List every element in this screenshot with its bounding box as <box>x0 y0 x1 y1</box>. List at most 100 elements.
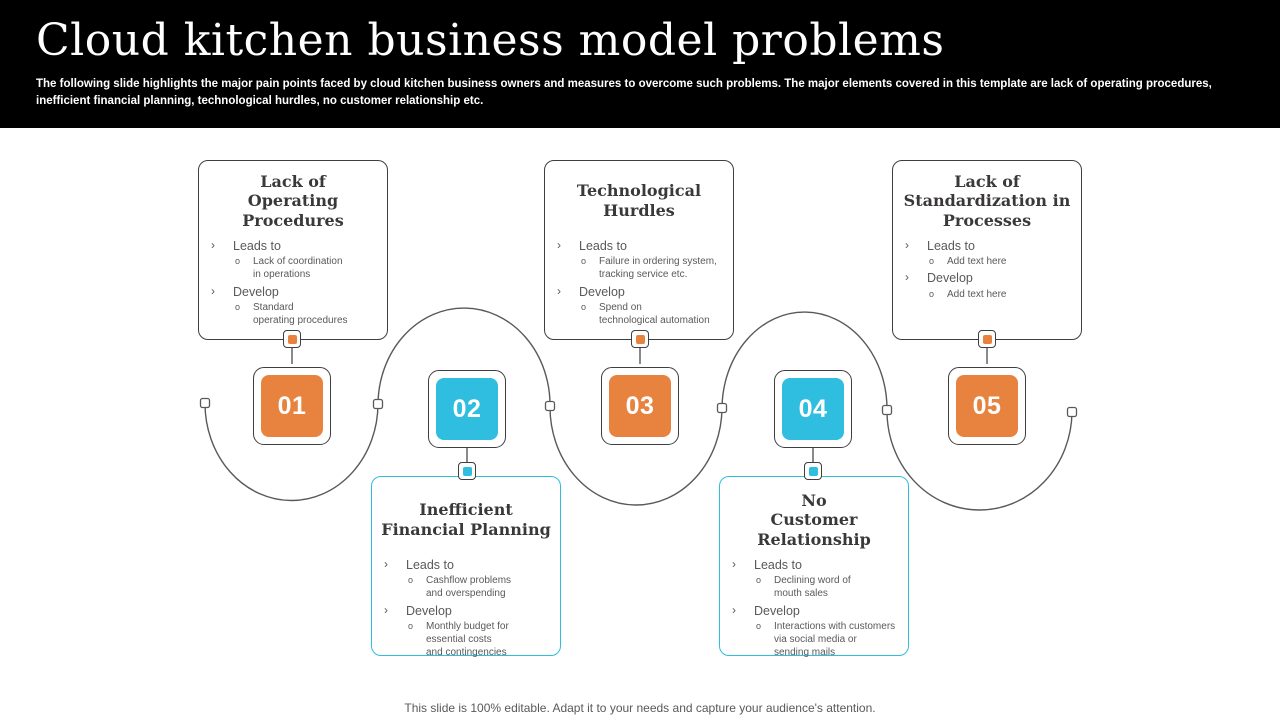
curve-handle <box>544 400 556 412</box>
step-badge-02: 02 <box>428 370 506 448</box>
bullet-develop-detail: o Interactions with customers via social… <box>730 620 904 660</box>
step-badge-01: 01 <box>253 367 331 445</box>
bullet-label: Develop <box>927 271 973 286</box>
circle-bullet-icon: o <box>235 301 241 312</box>
connector-node-03 <box>631 330 649 348</box>
chevron-bullet-icon: › <box>384 557 388 571</box>
bullet-label: Leads to <box>754 558 802 572</box>
card-bullets: › Leads to o Declining word of mouth sal… <box>720 550 908 659</box>
bullet-develop: › Develop <box>382 603 556 619</box>
bullet-develop-detail: o Standard operating procedures <box>209 301 383 327</box>
card-title: No Customer Relationship <box>757 490 871 549</box>
bullet-leads-detail: o Lack of coordination in operations <box>209 255 383 281</box>
card-bullets: › Leads to o Add text here › Develop o A… <box>893 231 1081 301</box>
connector-fill <box>287 334 297 344</box>
bullet-label: Develop <box>754 603 800 618</box>
bullet-label: Leads to <box>927 239 975 253</box>
connector-node-01 <box>283 330 301 348</box>
footer-note: This slide is 100% editable. Adapt it to… <box>404 701 876 715</box>
curve-handle <box>372 398 384 410</box>
circle-bullet-icon: o <box>235 256 241 267</box>
page-title: Cloud kitchen business model problems <box>36 15 945 66</box>
bullet-develop: › Develop <box>730 603 904 619</box>
bullet-leads-to: › Leads to <box>903 238 1077 254</box>
chevron-bullet-icon: › <box>732 557 736 571</box>
bullet-label: Develop <box>233 284 279 299</box>
bullet-leads-to: › Leads to <box>730 557 904 573</box>
card-inefficient-financial-planning: Inefficient Financial Planning › Leads t… <box>371 476 561 659</box>
card-bullets: › Leads to o Cashflow problems and overs… <box>372 550 560 659</box>
card-title: Technological Hurdles <box>576 181 702 220</box>
bullet-label: Develop <box>579 284 625 299</box>
chevron-bullet-icon: › <box>905 270 909 285</box>
circle-bullet-icon: o <box>756 620 762 631</box>
bullet-develop: › Develop <box>555 284 729 300</box>
chevron-bullet-icon: › <box>211 238 215 252</box>
card-lack-of-standardization: Lack of Standardization in Processes › L… <box>892 160 1082 340</box>
circle-bullet-icon: o <box>581 256 587 267</box>
connector-fill <box>635 334 645 344</box>
connector-node-02 <box>458 462 476 480</box>
bullet-label: Leads to <box>579 239 627 253</box>
circle-bullet-icon: o <box>929 288 935 299</box>
card-bullets: › Leads to o Failure in ordering system,… <box>545 231 733 327</box>
curve-handle <box>1066 406 1078 418</box>
bullet-develop-detail: o Add text here <box>903 288 1077 301</box>
bullet-text: Standard operating procedures <box>253 301 348 327</box>
connector-node-05 <box>978 330 996 348</box>
step-number: 04 <box>782 378 844 440</box>
chevron-bullet-icon: › <box>905 238 909 252</box>
bullet-label: Develop <box>406 603 452 618</box>
bullet-text: Spend on technological automation <box>599 301 710 327</box>
bullet-label: Leads to <box>233 239 281 253</box>
connector-fill <box>982 334 992 344</box>
circle-bullet-icon: o <box>929 256 935 267</box>
bullet-leads-to: › Leads to <box>555 238 729 254</box>
bullet-text: Lack of coordination in operations <box>253 256 343 281</box>
curve-handle <box>716 402 728 414</box>
bullet-leads-detail: o Declining word of mouth sales <box>730 574 904 600</box>
step-number: 01 <box>261 375 323 437</box>
card-title: Lack of Standardization in Processes <box>903 171 1071 230</box>
card-no-customer-relationship: No Customer Relationship › Leads to o De… <box>719 476 909 659</box>
card-title: Inefficient Financial Planning <box>381 500 551 539</box>
curve-handle <box>199 397 211 409</box>
step-badge-03: 03 <box>601 367 679 445</box>
flow-curve <box>204 307 1073 511</box>
card-bullets: › Leads to o Lack of coordination in ope… <box>199 231 387 327</box>
chevron-bullet-icon: › <box>384 602 388 617</box>
connector-fill <box>462 466 472 476</box>
bullet-develop-detail: o Spend on technological automation <box>555 301 729 327</box>
slide-subtitle: The following slide highlights the major… <box>36 77 1212 107</box>
bullet-leads-detail: o Cashflow problems and overspending <box>382 574 556 600</box>
slide-header: Cloud kitchen business model problems Th… <box>0 0 1280 128</box>
curve-handles <box>199 397 1078 418</box>
circle-bullet-icon: o <box>408 620 414 631</box>
connector-fill <box>808 466 818 476</box>
chevron-bullet-icon: › <box>557 238 561 252</box>
bullet-text: Monthly budget for essential costs and c… <box>426 620 509 659</box>
chevron-bullet-icon: › <box>211 283 215 298</box>
card-lack-of-operating-procedures: Lack of Operating Procedures › Leads to … <box>198 160 388 340</box>
bullet-label: Leads to <box>406 558 454 572</box>
step-number: 03 <box>609 375 671 437</box>
connector-stems <box>291 348 988 462</box>
bullet-text: Interactions with customers via social m… <box>774 620 896 659</box>
bullet-text: Add text here <box>947 256 1007 268</box>
bullet-develop: › Develop <box>209 284 383 300</box>
bullet-develop: › Develop <box>903 270 1077 286</box>
circle-bullet-icon: o <box>756 575 762 586</box>
bullet-leads-detail: o Failure in ordering system, tracking s… <box>555 255 729 281</box>
bullet-text: Add text here <box>947 288 1007 300</box>
bullet-leads-to: › Leads to <box>209 238 383 254</box>
chevron-bullet-icon: › <box>732 602 736 617</box>
bullet-develop-detail: o Monthly budget for essential costs and… <box>382 620 556 660</box>
bullet-leads-detail: o Add text here <box>903 255 1077 268</box>
bullet-leads-to: › Leads to <box>382 557 556 573</box>
step-badge-05: 05 <box>948 367 1026 445</box>
bullet-text: Cashflow problems and overspending <box>426 575 512 600</box>
card-title: Lack of Operating Procedures <box>242 171 344 230</box>
bullet-text: Declining word of mouth sales <box>774 575 851 600</box>
